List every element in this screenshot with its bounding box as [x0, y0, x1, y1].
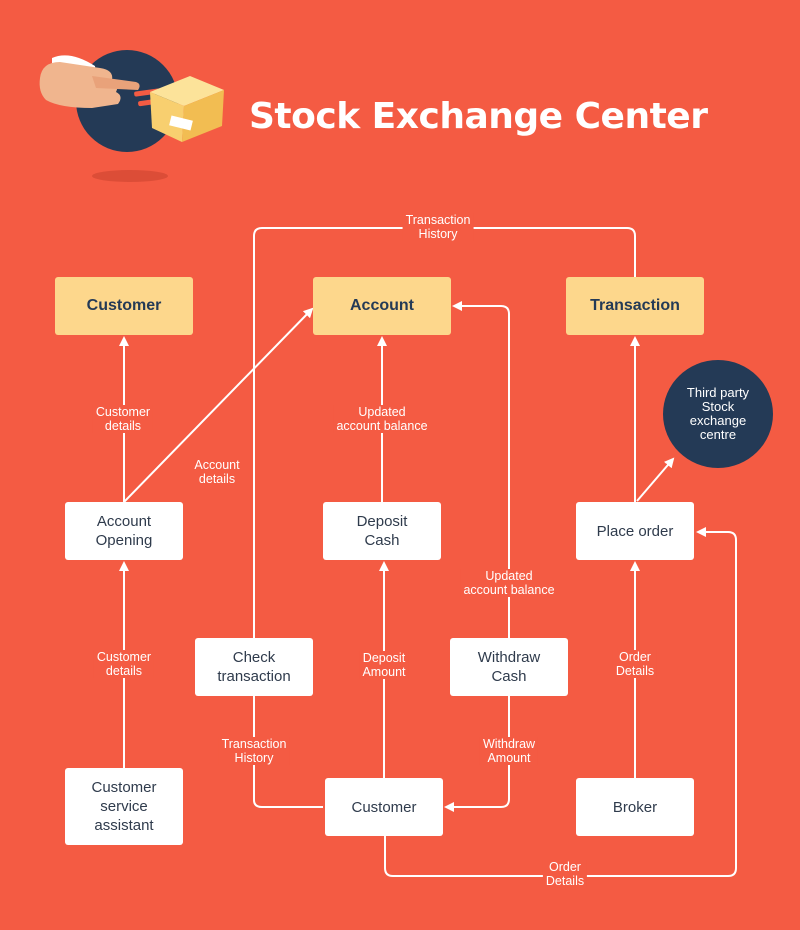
- process-deposit-cash: Deposit Cash: [323, 502, 441, 560]
- label-order-details-mid: Order Details: [612, 650, 658, 678]
- illustration-shadow: [92, 170, 168, 182]
- package-box-icon: [150, 76, 224, 142]
- entity-customer: Customer: [55, 277, 193, 335]
- label-account-details: Account details: [194, 458, 240, 486]
- process-label: Customer: [351, 798, 417, 816]
- flow-order-details-bottom: [384, 527, 737, 877]
- entity-transaction: Transaction: [566, 277, 704, 335]
- label-order-details-bottom: Order Details: [542, 860, 588, 888]
- process-account-opening: Account Opening: [65, 502, 183, 560]
- label-deposit-amount: Deposit Amount: [359, 651, 409, 679]
- external-third-party: Third party Stock exchange centre: [663, 360, 773, 468]
- label-withdraw-amount: Withdraw Amount: [479, 737, 539, 765]
- flow-place-order-to-third-party: [636, 457, 675, 502]
- label-customer-details-upper: Customer details: [92, 405, 154, 433]
- pointing-hand-icon: [39, 55, 161, 108]
- flow-account-details: [123, 307, 314, 503]
- external-third-party-label: Third party Stock exchange centre: [686, 385, 750, 442]
- process-check-transaction: Check transaction: [195, 638, 313, 696]
- label-customer-details-lower: Customer details: [93, 650, 155, 678]
- process-label: Check transaction: [217, 649, 291, 685]
- page-title: Stock Exchange Center: [249, 96, 708, 137]
- label-transaction-history-bottom: Transaction History: [218, 737, 290, 765]
- process-broker: Broker: [576, 778, 694, 836]
- process-label: Withdraw Cash: [477, 649, 541, 685]
- process-label: Account Opening: [95, 513, 153, 549]
- process-label: Place order: [596, 522, 674, 540]
- label-updated-balance-upper: Updated account balance: [333, 405, 431, 433]
- process-withdraw-cash: Withdraw Cash: [450, 638, 568, 696]
- process-customer: Customer: [325, 778, 443, 836]
- process-label: Customer service assistant: [91, 779, 157, 834]
- flow-transaction-history-bottom: [253, 696, 323, 808]
- label-updated-balance-lower: Updated account balance: [460, 569, 558, 597]
- flow-withdraw-amount: [444, 696, 510, 812]
- process-label: Deposit Cash: [356, 513, 408, 549]
- process-label: Broker: [612, 798, 658, 816]
- illustration: [39, 50, 224, 182]
- process-place-order: Place order: [576, 502, 694, 560]
- process-customer-service-assistant: Customer service assistant: [65, 768, 183, 845]
- label-transaction-history-top: Transaction History: [402, 213, 474, 241]
- entity-account: Account: [313, 277, 451, 335]
- flow-updated-balance-lower: [452, 301, 510, 638]
